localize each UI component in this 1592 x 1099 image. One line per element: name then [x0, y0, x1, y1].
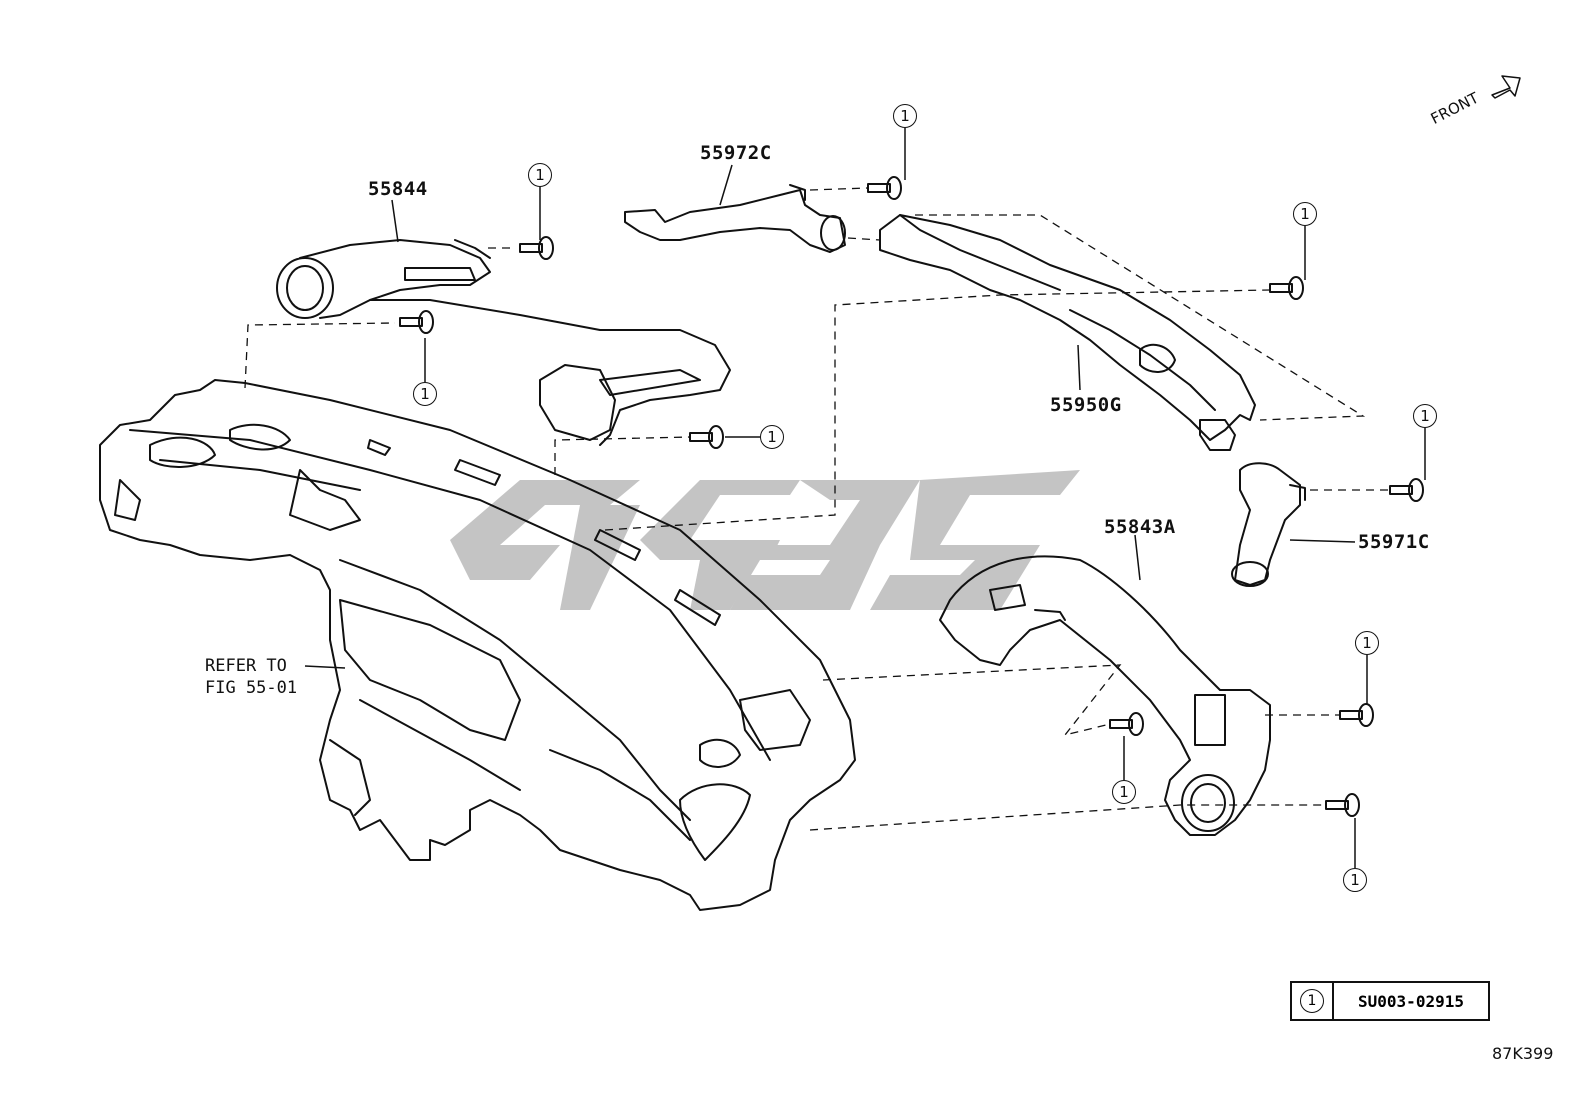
watermark-logo [450, 470, 1080, 610]
diagram-code: 87K399 [1492, 1044, 1554, 1063]
part-55971C-elbow [1231, 462, 1306, 587]
part-label-55972C[interactable]: 55972C [700, 142, 772, 164]
callout-1: 1 [760, 425, 784, 449]
part-label-55971C[interactable]: 55971C [1358, 531, 1430, 553]
callout-1: 1 [413, 382, 437, 406]
refer-note-line1: REFER TO [205, 656, 287, 676]
screws [399, 176, 1424, 817]
legend-part-code[interactable]: SU003-02915 [1358, 991, 1464, 1011]
part-55843A-duct [939, 555, 1271, 836]
callout-1: 1 [1413, 404, 1437, 428]
legend-box[interactable]: 1 SU003-02915 [1290, 981, 1490, 1021]
callout-1: 1 [1112, 780, 1136, 804]
part-55844-duct [276, 239, 731, 446]
callout-1: 1 [893, 104, 917, 128]
part-55950G-duct [879, 214, 1256, 451]
callout-1: 1 [1355, 631, 1379, 655]
dashed-lines [244, 187, 1388, 831]
callout-1: 1 [1293, 202, 1317, 226]
refer-note-line2: FIG 55-01 [205, 678, 298, 698]
front-arrow-icon [1491, 75, 1521, 99]
part-label-55950G[interactable]: 55950G [1050, 394, 1122, 416]
part-label-55844[interactable]: 55844 [368, 178, 428, 200]
callout-1: 1 [528, 163, 552, 187]
refer-note[interactable]: REFER TO FIG 55-01 [205, 655, 297, 699]
part-label-55843A[interactable]: 55843A [1104, 516, 1176, 538]
instrument-panel [99, 379, 856, 911]
part-55972C-duct [624, 184, 846, 253]
leader-lines [304, 128, 1426, 868]
callout-1: 1 [1343, 868, 1367, 892]
legend-callout: 1 [1300, 989, 1324, 1013]
legend-callout-cell: 1 [1292, 983, 1334, 1019]
